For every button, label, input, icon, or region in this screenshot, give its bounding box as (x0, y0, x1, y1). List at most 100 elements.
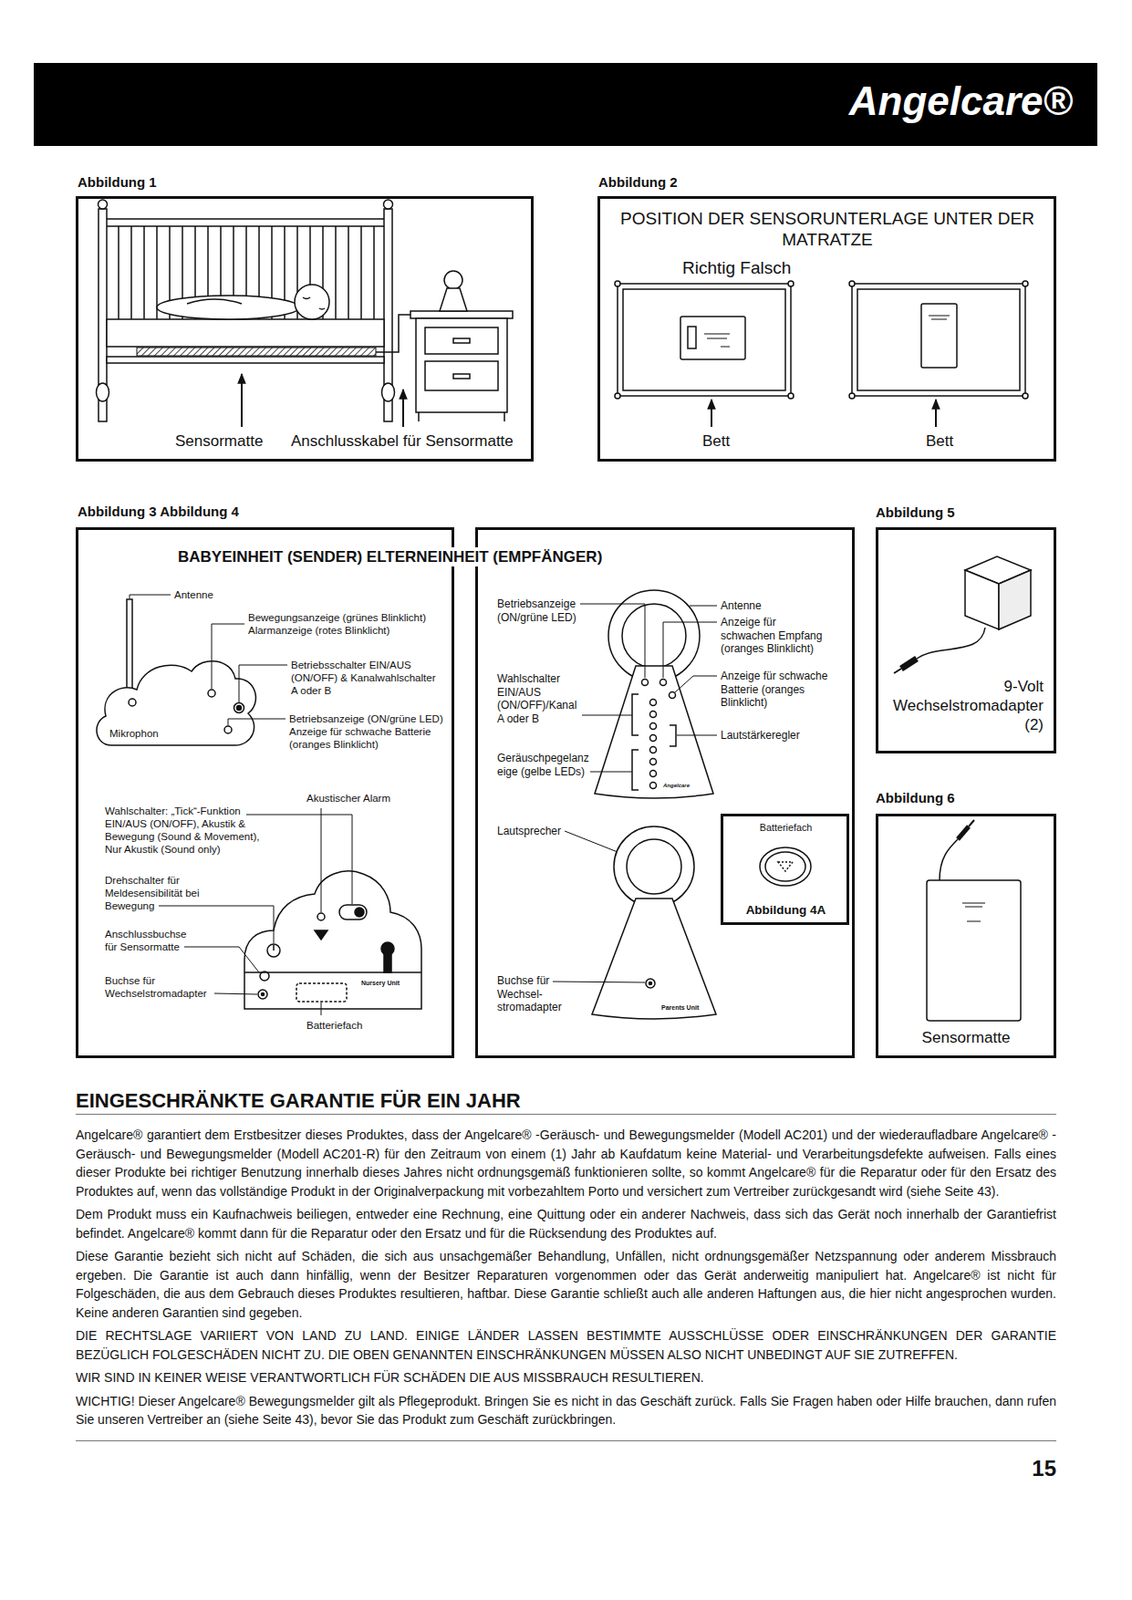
figure-heading: Abbildung 4A (725, 902, 847, 919)
callout-label: Akustischer Alarm (306, 791, 391, 805)
parent-unit-illustration (649, 982, 653, 986)
sensor-mat-illustration (939, 839, 958, 881)
leader-line (321, 1002, 322, 1016)
pointer-arrow (241, 373, 936, 427)
parent-unit-illustration (650, 711, 657, 718)
power-adapter-illustration (893, 556, 1031, 674)
callout-label: Anzeige für schwache Batterie (oranges B… (720, 669, 831, 710)
pointer-arrow (934, 399, 937, 427)
nursery-unit-front-view (261, 993, 265, 997)
nursery-unit-top-view (96, 661, 256, 746)
battery-cover-illustration (778, 861, 793, 872)
callout-label: Sensormatte (175, 432, 263, 451)
bed-illustration (623, 289, 786, 391)
parent-unit-illustration (622, 603, 686, 668)
callout-label: Batteriefach (306, 1018, 363, 1032)
nursery-unit-front-view (314, 930, 328, 940)
brand-logo: Angelcare® (802, 78, 1073, 125)
callout-label: Wahlschalter EIN/AUS (ON/OFF)/Kanal A od… (497, 672, 580, 726)
nightstand-illustration (425, 361, 499, 391)
leader-line (676, 735, 717, 737)
bed-illustration (921, 303, 957, 368)
callout-label: Drehschalter für Meldesensibilität bei B… (104, 873, 229, 913)
sensor-mat-illustration (926, 820, 1021, 1021)
rule-line (75, 1440, 1057, 1442)
leader-line (214, 993, 258, 995)
crib-illustration (156, 295, 300, 320)
callout-label: Richtig Falsch (682, 257, 791, 279)
parent-unit-illustration (613, 826, 695, 907)
leader-line (675, 675, 717, 693)
callout-label: Batteriefach (725, 820, 847, 834)
nursery-unit-top-view (128, 698, 136, 707)
nursery-unit-top-view (96, 599, 256, 746)
warranty-paragraph: Dem Produkt muss ein Kaufnachweis beilie… (75, 1204, 1057, 1243)
nursery-unit-front-view (381, 942, 395, 956)
nursery-unit-front-view (259, 971, 270, 981)
crib-illustration (106, 319, 385, 347)
parent-unit-illustration (642, 679, 649, 686)
sensor-mat-illustration (926, 880, 1021, 1021)
crib-illustration (98, 199, 108, 209)
callout-label: Sensormatte (878, 1027, 1054, 1049)
bed-illustration (614, 280, 621, 287)
parent-unit-illustration (632, 694, 639, 736)
nursery-unit-top-view (224, 726, 232, 734)
page-number: 15 (75, 1455, 1057, 1482)
callout-label: Wahlschalter: „Tick“-Funktion EIN/AUS (O… (104, 804, 274, 856)
callout-label: Lautsprecher (497, 824, 561, 839)
figure-heading: Abbildung 5 (875, 504, 956, 521)
parent-unit-illustration (645, 978, 655, 988)
crib-illustration (96, 383, 110, 402)
callout-label: Geräuschpegelanz eige (gelbe LEDs) (497, 751, 591, 779)
leader-line (129, 594, 171, 599)
callout-label: Betriebsanzeige (ON/grüne LED) (497, 597, 584, 624)
nightstand-illustration (418, 412, 505, 422)
nightstand-illustration (444, 270, 463, 290)
nursery-unit-front-view (339, 904, 367, 920)
callout-label: Anschlussbuchse für Sensormatte (104, 927, 197, 954)
bed-illustration (687, 326, 696, 349)
nightstand-illustration (415, 318, 508, 413)
sensor-mat-illustration (957, 826, 969, 840)
callout-label: Buchse für Wechselstromadapter (104, 974, 215, 1000)
parent-unit-illustration (650, 735, 657, 742)
leader-line (238, 664, 288, 703)
crib-illustration (136, 347, 376, 356)
bed-illustration (680, 316, 746, 360)
nightstand-illustration (453, 373, 470, 379)
figure-title: POSITION DER SENSORUNTERLAGE UNTER DER M… (603, 207, 1051, 250)
crib-illustration (106, 356, 385, 364)
crib-illustration (106, 218, 385, 227)
sensor-mat-illustration (968, 820, 975, 827)
nursery-unit-front-view (244, 871, 422, 1009)
parent-unit-illustration (650, 770, 657, 778)
bed-illustration (617, 283, 791, 396)
parent-unit-illustration (650, 699, 657, 707)
callout-label: Betriebsanzeige (ON/grüne LED) Anzeige f… (289, 712, 449, 751)
callout-label: Antenne (174, 588, 214, 602)
callout-label: Bewegungsanzeige (grünes Blinklicht) Ala… (248, 611, 440, 637)
bed-illustration (788, 280, 794, 287)
nursery-unit-front-view (296, 983, 347, 1002)
callout-label: Mikrophon (109, 726, 159, 740)
crib-illustration (382, 383, 395, 402)
callout-label: Antenne (720, 599, 762, 613)
parent-unit-illustration (650, 747, 657, 754)
pointer-arrow (710, 399, 713, 427)
warranty-paragraph: DIE RECHTSLAGE VARIIERT VON LAND ZU LAND… (75, 1326, 1057, 1364)
callout-label: Betriebsschalter EIN/AUS (ON/OFF) & Kana… (290, 658, 442, 697)
figure-frame: Abbildung 6Sensormatte (875, 813, 1057, 1059)
power-adapter-illustration (916, 627, 986, 659)
battery-cover-illustration (759, 847, 811, 886)
device-marking: Parents Unit (661, 1003, 699, 1012)
callout-label: Lautstärkeregler (720, 728, 800, 743)
leader-line (129, 594, 717, 1016)
nursery-unit-front-view (317, 913, 325, 921)
figure-frame: Abbildung 59-Volt Wechselstromadapter (2… (875, 527, 1057, 754)
crib-illustration (375, 314, 413, 353)
crib-illustration (384, 199, 394, 209)
callout-label: Anschlusskabel für Sensormatte (290, 432, 514, 451)
nursery-unit-front-view (272, 945, 275, 951)
leader-line (590, 771, 633, 773)
